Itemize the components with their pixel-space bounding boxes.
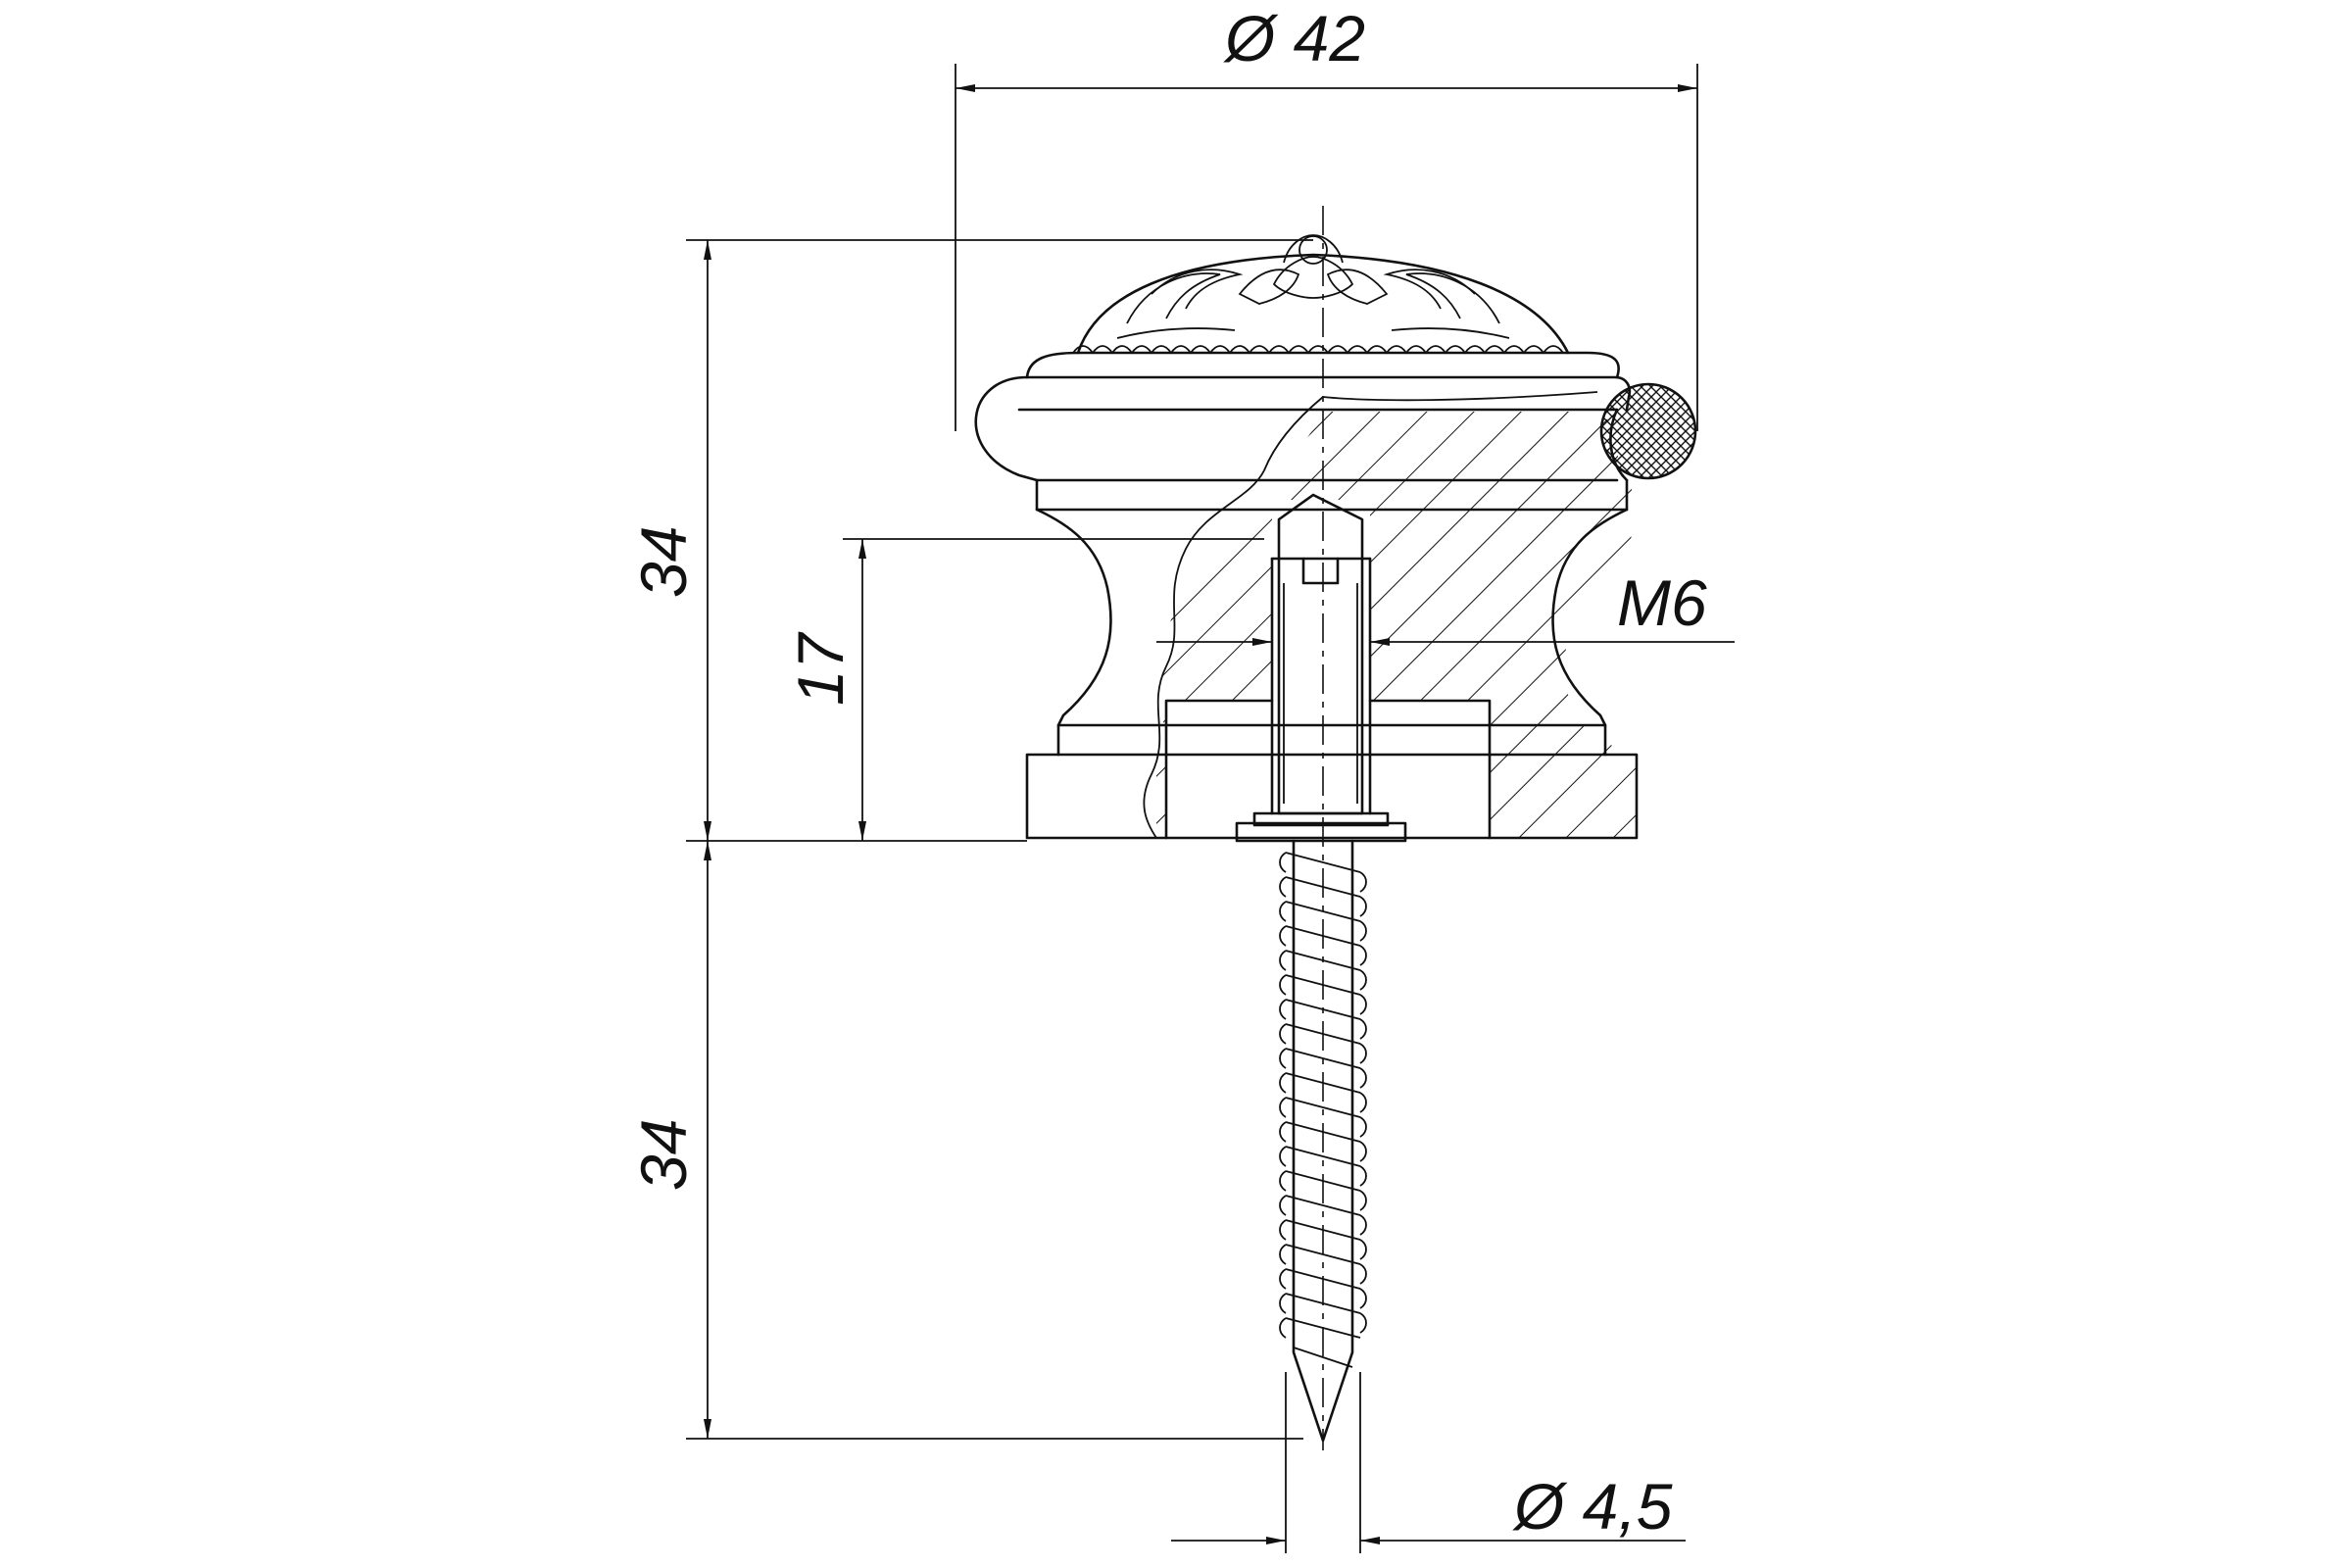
dimension-screw-diameter: Ø 4,5 bbox=[1171, 1372, 1686, 1553]
dim-label-height-34-top: 34 bbox=[627, 526, 700, 598]
dim-label-diameter-42: Ø 42 bbox=[1223, 2, 1365, 74]
dim-label-screw-diameter: Ø 4,5 bbox=[1512, 1470, 1673, 1543]
dimension-thread-m6: M6 bbox=[1156, 566, 1735, 646]
dimension-height-17: 17 bbox=[784, 538, 1264, 841]
knob-body bbox=[974, 234, 1697, 840]
dimension-height-34-top: 34 bbox=[627, 239, 1313, 842]
knurled-ring bbox=[1599, 382, 1697, 480]
dim-label-thread-m6: M6 bbox=[1617, 566, 1707, 639]
dimension-screw-length-34: 34 bbox=[627, 841, 1303, 1440]
dim-label-height-17: 17 bbox=[784, 631, 857, 706]
dimension-diameter-42: Ø 42 bbox=[955, 2, 1698, 431]
floral-ornament bbox=[1116, 234, 1510, 339]
dim-label-screw-length-34: 34 bbox=[627, 1119, 700, 1191]
